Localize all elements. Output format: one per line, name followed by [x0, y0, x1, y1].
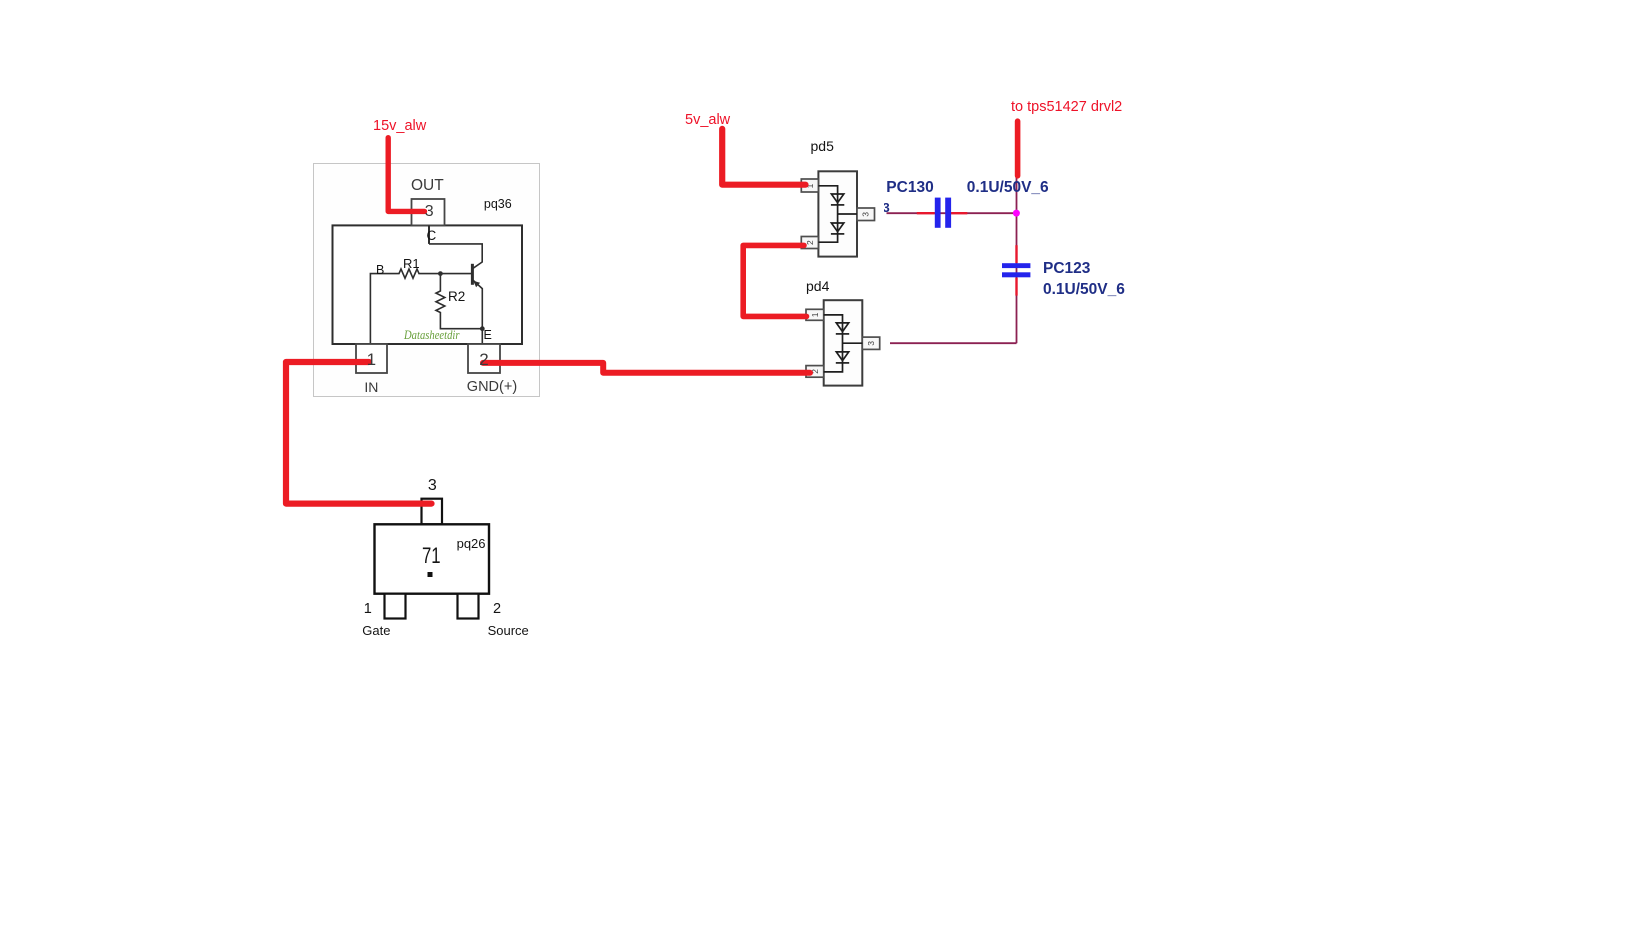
svg-text:1: 1: [805, 183, 815, 188]
svg-text:2: 2: [810, 369, 820, 374]
svg-text:2: 2: [805, 240, 815, 245]
svg-text:3: 3: [861, 212, 871, 217]
svg-text:3: 3: [866, 341, 876, 346]
svg-text:1: 1: [810, 312, 820, 317]
